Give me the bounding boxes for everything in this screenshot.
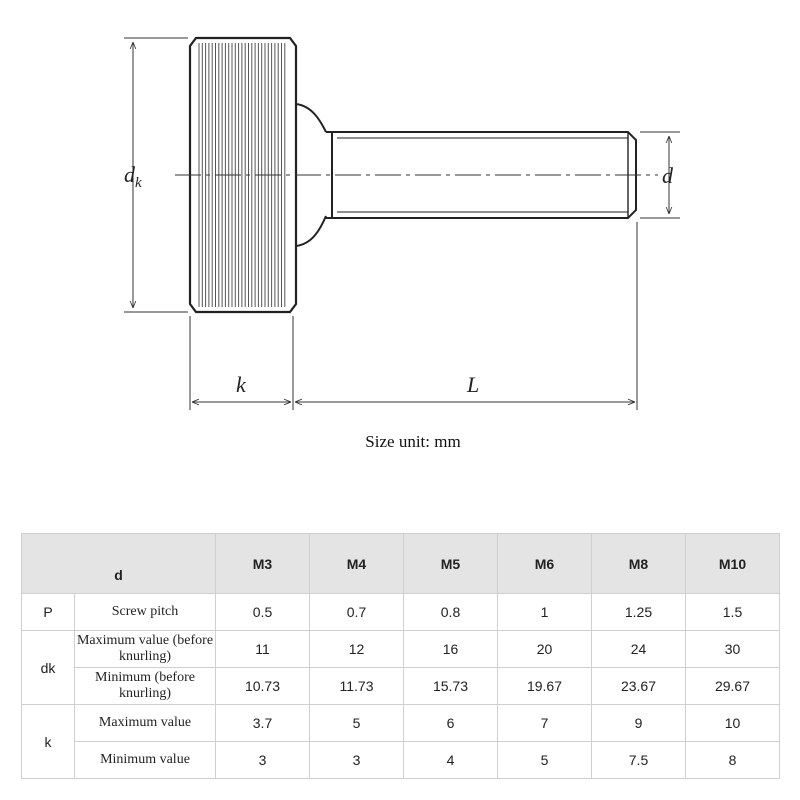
table-cell: 12 — [309, 630, 404, 668]
table-cell: 10.73 — [215, 667, 310, 705]
table-cell: 30 — [685, 630, 780, 668]
row-description: Minimum (before knurling) — [74, 667, 216, 705]
header-size-cell: M8 — [591, 533, 686, 594]
dimension-table: d M3 M4 M5 M6 M8 M10 P Screw pitch 0.5 0… — [21, 533, 780, 779]
table-cell: 3 — [215, 741, 310, 779]
header-size-cell: M3 — [215, 533, 310, 594]
row-group-label: dk — [21, 630, 75, 705]
table-cell: 29.67 — [685, 667, 780, 705]
table-cell: 24 — [591, 630, 686, 668]
L-label: L — [466, 372, 479, 397]
row-description: Maximum value — [74, 704, 216, 742]
header-size-cell: M6 — [497, 533, 592, 594]
table-row: Minimum value 3 3 4 5 7.5 8 — [22, 741, 780, 779]
table-cell: 5 — [309, 704, 404, 742]
row-description: Maximum value (before knurling) — [74, 630, 216, 668]
table-cell: 1 — [497, 593, 592, 631]
table-cell: 0.5 — [215, 593, 310, 631]
d-dimension — [640, 131, 680, 219]
header-size-cell: M5 — [403, 533, 498, 594]
table-row: Minimum (before knurling) 10.73 11.73 15… — [22, 667, 780, 705]
table-cell: 23.67 — [591, 667, 686, 705]
table-cell: 5 — [497, 741, 592, 779]
table-cell: 7.5 — [591, 741, 686, 779]
row-description: Screw pitch — [74, 593, 216, 631]
k-label: k — [236, 372, 247, 397]
table-cell: 10 — [685, 704, 780, 742]
table-cell: 11.73 — [309, 667, 404, 705]
size-unit-caption: Size unit: mm — [365, 432, 461, 451]
thumb-screw-drawing: dk d k L — [124, 36, 680, 410]
table-row: dk Maximum value (before knurling) 11 12… — [21, 630, 780, 705]
row-description: Minimum value — [74, 741, 216, 779]
table-cell: 6 — [403, 704, 498, 742]
table-cell: 19.67 — [497, 667, 592, 705]
table-cell: 16 — [403, 630, 498, 668]
dk-dimension — [124, 37, 188, 313]
table-cell: 15.73 — [403, 667, 498, 705]
header-size-cell: M4 — [309, 533, 404, 594]
d-label: d — [662, 163, 674, 188]
dk-label: dk — [124, 162, 142, 191]
table-row: k Maximum value 3.7 5 6 7 9 10 — [21, 704, 780, 779]
header-size-cell: M10 — [685, 533, 780, 594]
table-cell: 11 — [215, 630, 310, 668]
head-fillet — [295, 103, 327, 247]
table-cell: 0.7 — [309, 593, 404, 631]
table-cell: 1.5 — [685, 593, 780, 631]
table-cell: 3 — [309, 741, 404, 779]
row-group-label: k — [21, 704, 75, 779]
k-L-dimension — [189, 222, 638, 410]
row-group-label: P — [21, 593, 75, 631]
table-cell: 9 — [591, 704, 686, 742]
header-d-cell: d — [21, 533, 216, 594]
table-cell: 4 — [403, 741, 498, 779]
table-cell: 20 — [497, 630, 592, 668]
table-cell: 8 — [685, 741, 780, 779]
table-cell: 3.7 — [215, 704, 310, 742]
table-cell: 0.8 — [403, 593, 498, 631]
table-cell: 7 — [497, 704, 592, 742]
table-cell: 1.25 — [591, 593, 686, 631]
table-header-row: d M3 M4 M5 M6 M8 M10 — [21, 533, 780, 594]
table-row: P Screw pitch 0.5 0.7 0.8 1 1.25 1.5 — [21, 593, 780, 631]
